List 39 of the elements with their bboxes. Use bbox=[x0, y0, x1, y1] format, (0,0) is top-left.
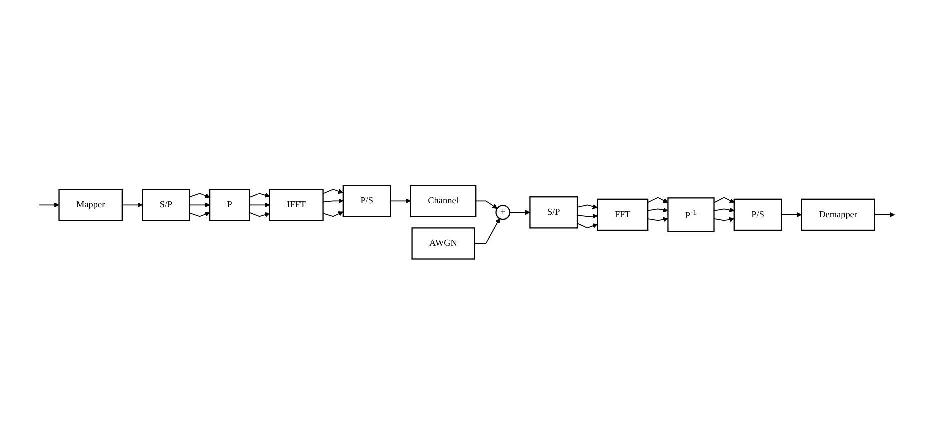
arrow bbox=[714, 217, 735, 222]
arrow bbox=[577, 223, 598, 229]
node-circle: + bbox=[496, 205, 511, 220]
node-box: S/P bbox=[530, 196, 578, 229]
arrow bbox=[189, 202, 210, 208]
arrow bbox=[474, 218, 500, 244]
node-box: P/S bbox=[342, 185, 392, 218]
node-box: IFFT bbox=[269, 189, 324, 222]
node-box: Channel bbox=[410, 185, 477, 218]
arrow bbox=[189, 212, 210, 218]
arrow bbox=[648, 217, 668, 222]
node-box: P/S bbox=[734, 198, 782, 232]
arrow bbox=[322, 189, 344, 194]
arrow bbox=[577, 214, 598, 219]
arrow bbox=[249, 212, 270, 218]
node-box: S/P bbox=[142, 189, 190, 222]
arrow bbox=[648, 197, 668, 204]
arrow bbox=[249, 202, 270, 208]
arrow bbox=[510, 210, 530, 216]
node-box: P$^{-1}$ bbox=[668, 198, 715, 232]
arrow bbox=[249, 193, 270, 198]
arrow bbox=[714, 197, 735, 204]
arrow bbox=[322, 212, 344, 218]
node-box: AWGN bbox=[412, 228, 476, 260]
arrow bbox=[874, 212, 896, 218]
arrow bbox=[122, 202, 143, 208]
arrow bbox=[577, 204, 598, 210]
arrow bbox=[781, 212, 802, 218]
arrow bbox=[189, 193, 210, 198]
arrow bbox=[390, 198, 412, 204]
arrow bbox=[476, 200, 498, 210]
node-box: Demapper bbox=[801, 198, 876, 232]
node-box: Mapper bbox=[58, 189, 123, 222]
arrow bbox=[648, 208, 668, 213]
node-box: FFT bbox=[597, 198, 649, 232]
node-box: P bbox=[209, 189, 250, 222]
arrow bbox=[714, 208, 735, 213]
arrow bbox=[322, 198, 344, 204]
arrow bbox=[38, 202, 60, 208]
